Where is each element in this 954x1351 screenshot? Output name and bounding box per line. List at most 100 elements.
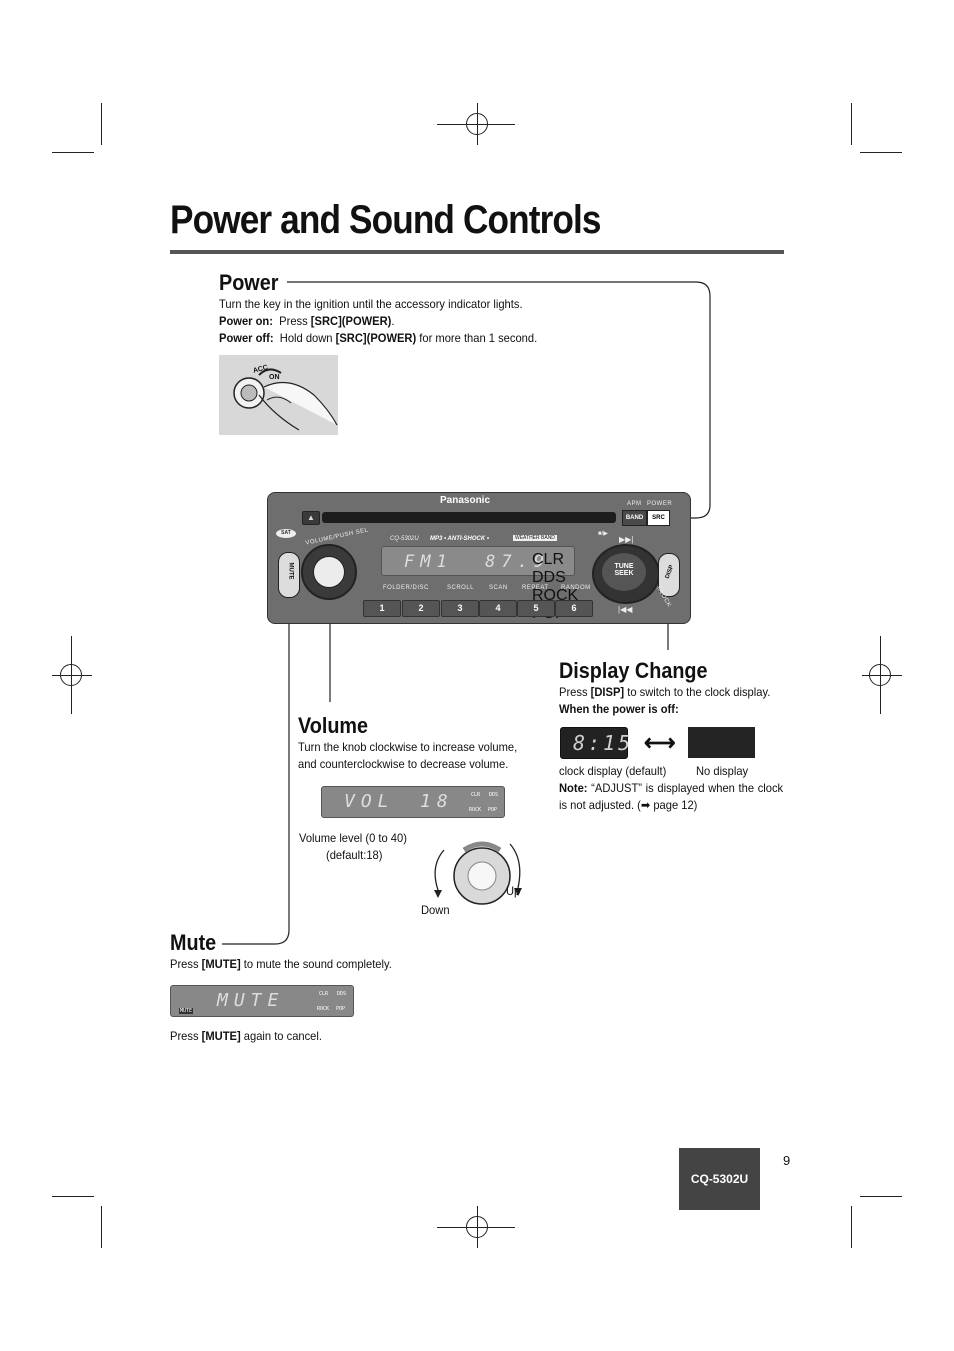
mute-lcd-tag: MUTE	[179, 1008, 194, 1014]
title-rule	[170, 250, 784, 254]
volume-lcd-value: 18	[420, 791, 454, 812]
lcd-badge-clr: CLR	[471, 792, 481, 798]
registration-mark	[466, 1216, 488, 1238]
preset-button-5[interactable]: 5	[517, 600, 555, 617]
lcd-badge-pop: POP	[336, 1006, 346, 1012]
display-change-heading: Display Change	[559, 658, 708, 683]
crop-mark	[52, 152, 94, 153]
preset-button-6[interactable]: 6	[555, 600, 593, 617]
disp-button-label: DISP	[664, 564, 676, 580]
power-on-label: Power on:	[219, 314, 273, 328]
weather-band-badge: WEATHER BAND	[513, 535, 557, 541]
preset-button-3[interactable]: 3	[441, 600, 479, 617]
power-heading: Power	[219, 270, 279, 295]
volume-knob-illustration	[434, 841, 522, 905]
no-display-caption: No display	[696, 764, 749, 778]
page-number: 9	[783, 1153, 791, 1168]
function-label-scan: SCAN	[489, 585, 508, 591]
no-display-lcd	[688, 727, 755, 758]
display-change-line1-pre: Press	[559, 685, 591, 699]
sat-badge: SAT	[276, 529, 296, 538]
prev-track-icon: |◀◀	[618, 605, 633, 614]
preset-button-4[interactable]: 4	[479, 600, 517, 617]
display-change-note: Note: “ADJUST” is displayed when the clo…	[559, 780, 783, 814]
power-off-line: Power off: Hold down [SRC](POWER) for mo…	[219, 330, 610, 347]
eject-button[interactable]: ▲	[302, 511, 320, 525]
disp-button[interactable]: DISP	[658, 553, 680, 597]
band-button[interactable]: BAND	[622, 510, 647, 526]
tune-label: TUNE	[614, 563, 634, 570]
power-on-line: Power on: Press [SRC](POWER).	[219, 313, 610, 330]
mute-line1-post: to mute the sound completely.	[240, 957, 392, 971]
display-change-line1-post: to switch to the clock display.	[624, 685, 771, 699]
mute-key: [MUTE]	[201, 1029, 241, 1043]
tune-seek-center: TUNE SEEK	[602, 553, 646, 591]
note-text: “ADJUST” is displayed when the clock is …	[559, 781, 784, 812]
mute-line1: Press [MUTE] to mute the sound completel…	[170, 956, 449, 973]
model-small: CQ-5302U	[390, 536, 419, 542]
mute-button[interactable]: MUTE	[278, 552, 300, 598]
lcd-badge-pop: POP	[488, 807, 498, 813]
mute-lcd-value: MUTE	[217, 990, 285, 1011]
radio-lcd: FM1 87.9	[381, 546, 575, 576]
mute-line1-pre: Press	[170, 957, 202, 971]
lcd-badge-dds: DDS	[337, 991, 347, 997]
feature-strip: MP3 • ANTI-SHOCK •	[430, 536, 489, 542]
power-off-pre: Hold down	[279, 331, 336, 345]
crop-mark	[860, 152, 902, 153]
display-change-line2: When the power is off:	[559, 702, 679, 716]
power-off-post: for more than 1 second.	[416, 331, 538, 345]
preset-button-2[interactable]: 2	[402, 600, 440, 617]
volume-level-caption: Volume level (0 to 40)	[299, 831, 407, 845]
mute-key: [MUTE]	[201, 957, 241, 971]
ignition-key-illustration: ACC ON	[219, 355, 338, 435]
page-title: Power and Sound Controls	[170, 198, 602, 242]
lcd-badge-rock: ROCK	[317, 1006, 330, 1012]
crop-mark	[52, 1196, 94, 1197]
mute-lcd: MUTE MUTE CLR DDS ROCK POP	[170, 985, 354, 1017]
lcd-badge-rock: ROCK	[469, 807, 482, 813]
mute-button-label: MUTE	[287, 562, 294, 580]
power-intro: Turn the key in the ignition until the a…	[219, 297, 523, 311]
cd-slot	[322, 512, 616, 523]
mute-line2-pre: Press	[170, 1029, 202, 1043]
mute-line2: Press [MUTE] again to cancel.	[170, 1028, 449, 1045]
volume-lcd: VOL 18 CLR DDS ROCK POP	[321, 786, 505, 818]
next-track-icon: ▶▶|	[619, 535, 634, 544]
src-button[interactable]: SRC	[647, 510, 670, 526]
volume-knob-cap	[313, 556, 345, 588]
lcd-badge-clr: CLR	[319, 991, 329, 997]
volume-heading: Volume	[298, 713, 369, 738]
power-on-post: .	[391, 314, 395, 328]
volume-up-label: Up	[506, 884, 521, 898]
lcd-badge-dds: DDS	[489, 792, 499, 798]
src-power-key: [SRC](POWER)	[310, 314, 392, 328]
power-label: POWER	[647, 501, 673, 507]
on-label: ON	[269, 374, 280, 381]
play-pause-icon: ■/▶	[598, 531, 608, 537]
lcd-badge-clr: CLR	[532, 551, 565, 568]
clock-lcd-value: 8:15	[573, 731, 634, 755]
volume-default-caption: (default:18)	[326, 848, 383, 862]
display-change-line1: Press [DISP] to switch to the clock disp…	[559, 684, 792, 701]
mute-heading: Mute	[170, 930, 217, 955]
crop-mark	[851, 1206, 852, 1248]
power-off-label: Power off:	[219, 331, 274, 345]
clock-caption: clock display (default)	[559, 764, 667, 778]
crop-mark	[851, 103, 852, 145]
clock-lcd: 8:15	[560, 727, 630, 759]
volume-down-label: Down	[421, 903, 450, 917]
lcd-badge-rock: ROCK	[532, 587, 579, 604]
function-label-scroll: SCROLL	[447, 585, 475, 591]
src-power-key: [SRC](POWER)	[335, 331, 417, 345]
preset-button-1[interactable]: 1	[363, 600, 401, 617]
brand-logo: Panasonic	[440, 495, 491, 506]
disp-key: [DISP]	[590, 685, 625, 699]
registration-mark	[60, 664, 82, 686]
lcd-badge-dds: DDS	[532, 569, 566, 586]
registration-mark	[869, 664, 891, 686]
ignition-key-icon	[233, 368, 338, 431]
note-label: Note:	[559, 781, 588, 795]
volume-lcd-label: VOL	[344, 791, 395, 812]
